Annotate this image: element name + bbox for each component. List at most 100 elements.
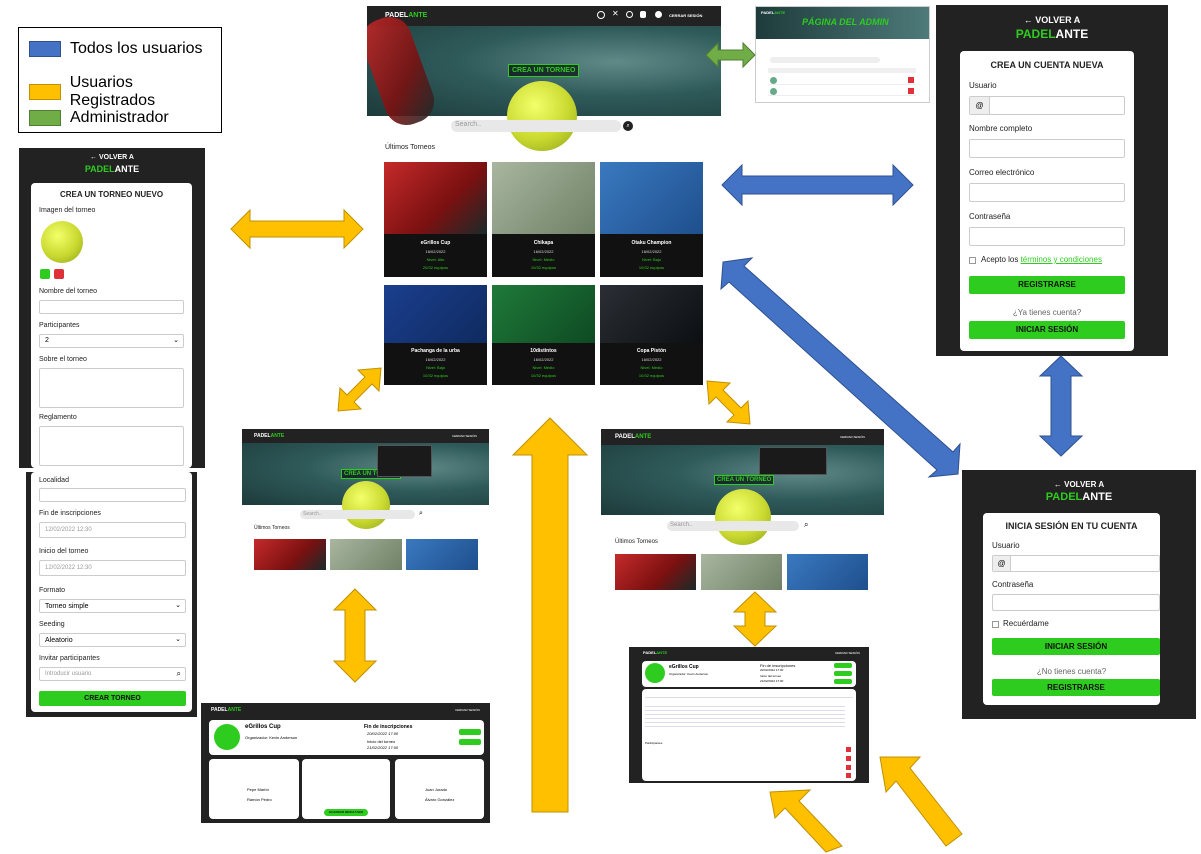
admin-banner: PADELANTE PÁGINA DEL ADMIN <box>756 7 929 39</box>
delete-button[interactable] <box>846 765 851 770</box>
notification-icon[interactable] <box>640 11 646 18</box>
brand-logo[interactable]: PADELANTE <box>615 434 651 440</box>
sobre-textarea[interactable] <box>39 368 184 408</box>
hero-cta-button[interactable]: CREA UN TORNEO <box>714 475 775 485</box>
card-image <box>492 162 595 234</box>
nombre-label: Nombre completo <box>969 124 1033 133</box>
search-icon[interactable]: ⌕ <box>804 520 809 529</box>
search-icon[interactable]: ⌕ <box>623 121 633 131</box>
back-link[interactable]: ← VOLVER A <box>1053 480 1105 489</box>
login-button[interactable]: INICIAR SESIÓN <box>969 321 1125 339</box>
logout-link[interactable]: CERRAR SESIÓN <box>669 13 703 18</box>
delete-button[interactable] <box>908 77 914 83</box>
arrow-home-left-diag <box>337 367 382 412</box>
brand-logo[interactable]: PADELANTE <box>19 164 205 174</box>
clock-icon[interactable] <box>597 11 605 19</box>
admin-search[interactable] <box>770 57 880 63</box>
login-submit-button[interactable]: INICIAR SESIÓN <box>992 638 1160 655</box>
card-image[interactable] <box>330 539 402 570</box>
section-title: Últimos Torneos <box>385 144 436 151</box>
fin-field[interactable]: 12/02/2022 12:30 <box>39 522 186 538</box>
localidad-field[interactable] <box>39 488 186 502</box>
hero-cta-button[interactable]: CREA UN TORNEO <box>508 64 580 77</box>
hero-banner: CREA UN TORNEO <box>242 443 489 529</box>
contrasena-field[interactable] <box>969 227 1125 246</box>
formato-select[interactable]: Torneo simple ⌄ <box>39 599 186 613</box>
delete-image-button[interactable] <box>54 269 64 279</box>
action-button[interactable] <box>459 729 481 735</box>
tournament-card[interactable]: Otaku Champion 16/02/2022 Nivel: Bajo 10… <box>600 162 703 277</box>
search-input[interactable]: Search.. <box>455 121 482 128</box>
terms-link[interactable]: términos y condiciones <box>1020 255 1102 264</box>
action-button[interactable] <box>834 671 852 676</box>
register-submit-button[interactable]: REGISTRARSE <box>969 276 1125 294</box>
search-bar[interactable]: Search.. <box>300 510 415 519</box>
login-card: INICIA SESIÓN EN TU CUENTA Usuario @ Con… <box>983 513 1160 705</box>
card-image[interactable] <box>254 539 326 570</box>
brand-logo[interactable]: PADELANTE <box>385 12 427 19</box>
terms-checkbox[interactable] <box>969 257 976 264</box>
reglamento-textarea[interactable] <box>39 426 184 466</box>
invitar-field[interactable]: Introducir usuario ⌕ <box>39 667 186 681</box>
brand-logo[interactable]: PADELANTE <box>643 650 667 655</box>
brand-prefix: PADEL <box>1015 27 1056 41</box>
remember-checkbox[interactable] <box>992 621 999 628</box>
seeding-select[interactable]: Aleatorio ⌄ <box>39 633 186 647</box>
tournament-card[interactable]: eGrillos Cup 16/02/2022 Nivel: Alto 20/3… <box>384 162 487 277</box>
logout-link[interactable]: CERRAR SESIÓN <box>455 708 480 712</box>
correo-field[interactable] <box>969 183 1125 202</box>
delete-button[interactable] <box>846 747 851 752</box>
delete-button[interactable] <box>908 88 914 94</box>
nombre-field[interactable] <box>39 300 184 314</box>
user-icon[interactable] <box>655 11 662 18</box>
brand-logo[interactable]: PADELANTE <box>936 27 1168 41</box>
card-image[interactable] <box>615 554 696 590</box>
usuario-field[interactable]: @ <box>969 96 1125 115</box>
search-input[interactable]: Search.. <box>303 511 322 517</box>
tournament-card[interactable]: Chikapa 16/02/2022 Nivel: Medio 10/32 eq… <box>492 162 595 277</box>
brand-logo[interactable]: PADELANTE <box>254 433 284 439</box>
tournament-card[interactable]: Copa Pistón 16/02/2022 Nivel: Medio 10/3… <box>600 285 703 385</box>
hero-banner: CREA UN TORNEO <box>601 445 884 545</box>
nombre-field[interactable] <box>969 139 1125 158</box>
search-input[interactable]: Search.. <box>670 522 693 528</box>
logout-link[interactable]: CERRAR SESIÓN <box>835 651 860 655</box>
card-image[interactable] <box>787 554 868 590</box>
card-image[interactable] <box>406 539 478 570</box>
register-button[interactable]: REGISTRARSE <box>992 679 1160 696</box>
card-date: 16/02/2022 <box>533 249 554 254</box>
delete-button[interactable] <box>846 756 851 761</box>
logout-link[interactable]: CERRAR SESIÓN <box>840 435 865 439</box>
tournament-card[interactable]: Pachanga de la urba 16/02/2022 Nivel: Ba… <box>384 285 487 385</box>
search-bar[interactable]: Search.. <box>667 521 799 531</box>
card-image[interactable] <box>701 554 782 590</box>
save-result-button[interactable]: GUARDAR RESULTADO <box>324 809 368 816</box>
brand-logo[interactable]: PADELANTE <box>211 707 241 713</box>
delete-button[interactable] <box>846 773 851 778</box>
close-icon[interactable]: ✕ <box>612 9 619 18</box>
legend-swatch-yellow <box>29 84 61 100</box>
inicio-field[interactable]: 12/02/2022 12:30 <box>39 560 186 576</box>
contrasena-field[interactable] <box>992 594 1160 611</box>
settings-icon[interactable] <box>626 11 633 18</box>
upload-button[interactable] <box>40 269 50 279</box>
action-button[interactable] <box>459 739 481 745</box>
admin-table-header <box>768 68 916 73</box>
search-icon[interactable]: ⌕ <box>419 510 423 517</box>
brand-logo[interactable]: PADELANTE <box>962 491 1196 503</box>
search-bar[interactable]: Search.. <box>451 120 621 132</box>
action-button[interactable] <box>834 679 852 684</box>
back-link[interactable]: ← VOLVER A <box>1023 15 1081 25</box>
create-submit-button[interactable]: CREAR TORNEO <box>39 691 186 706</box>
logout-link[interactable]: CERRAR SESIÓN <box>452 434 477 438</box>
participantes-select[interactable]: 2 ⌄ <box>39 334 184 348</box>
action-button[interactable] <box>834 663 852 668</box>
card-level: Nivel: Medio <box>532 365 555 370</box>
back-link[interactable]: ← VOLVER A <box>90 154 134 161</box>
invitar-placeholder: Introducir usuario <box>45 671 92 677</box>
legend-label: Administrador <box>70 109 169 126</box>
tournament-card[interactable]: 10distintos 16/02/2022 Nivel: Medio 10/3… <box>492 285 595 385</box>
arrow-up-big <box>511 417 589 813</box>
usuario-field[interactable]: @ <box>992 555 1160 572</box>
brand-logo[interactable]: PADELANTE <box>761 10 785 15</box>
